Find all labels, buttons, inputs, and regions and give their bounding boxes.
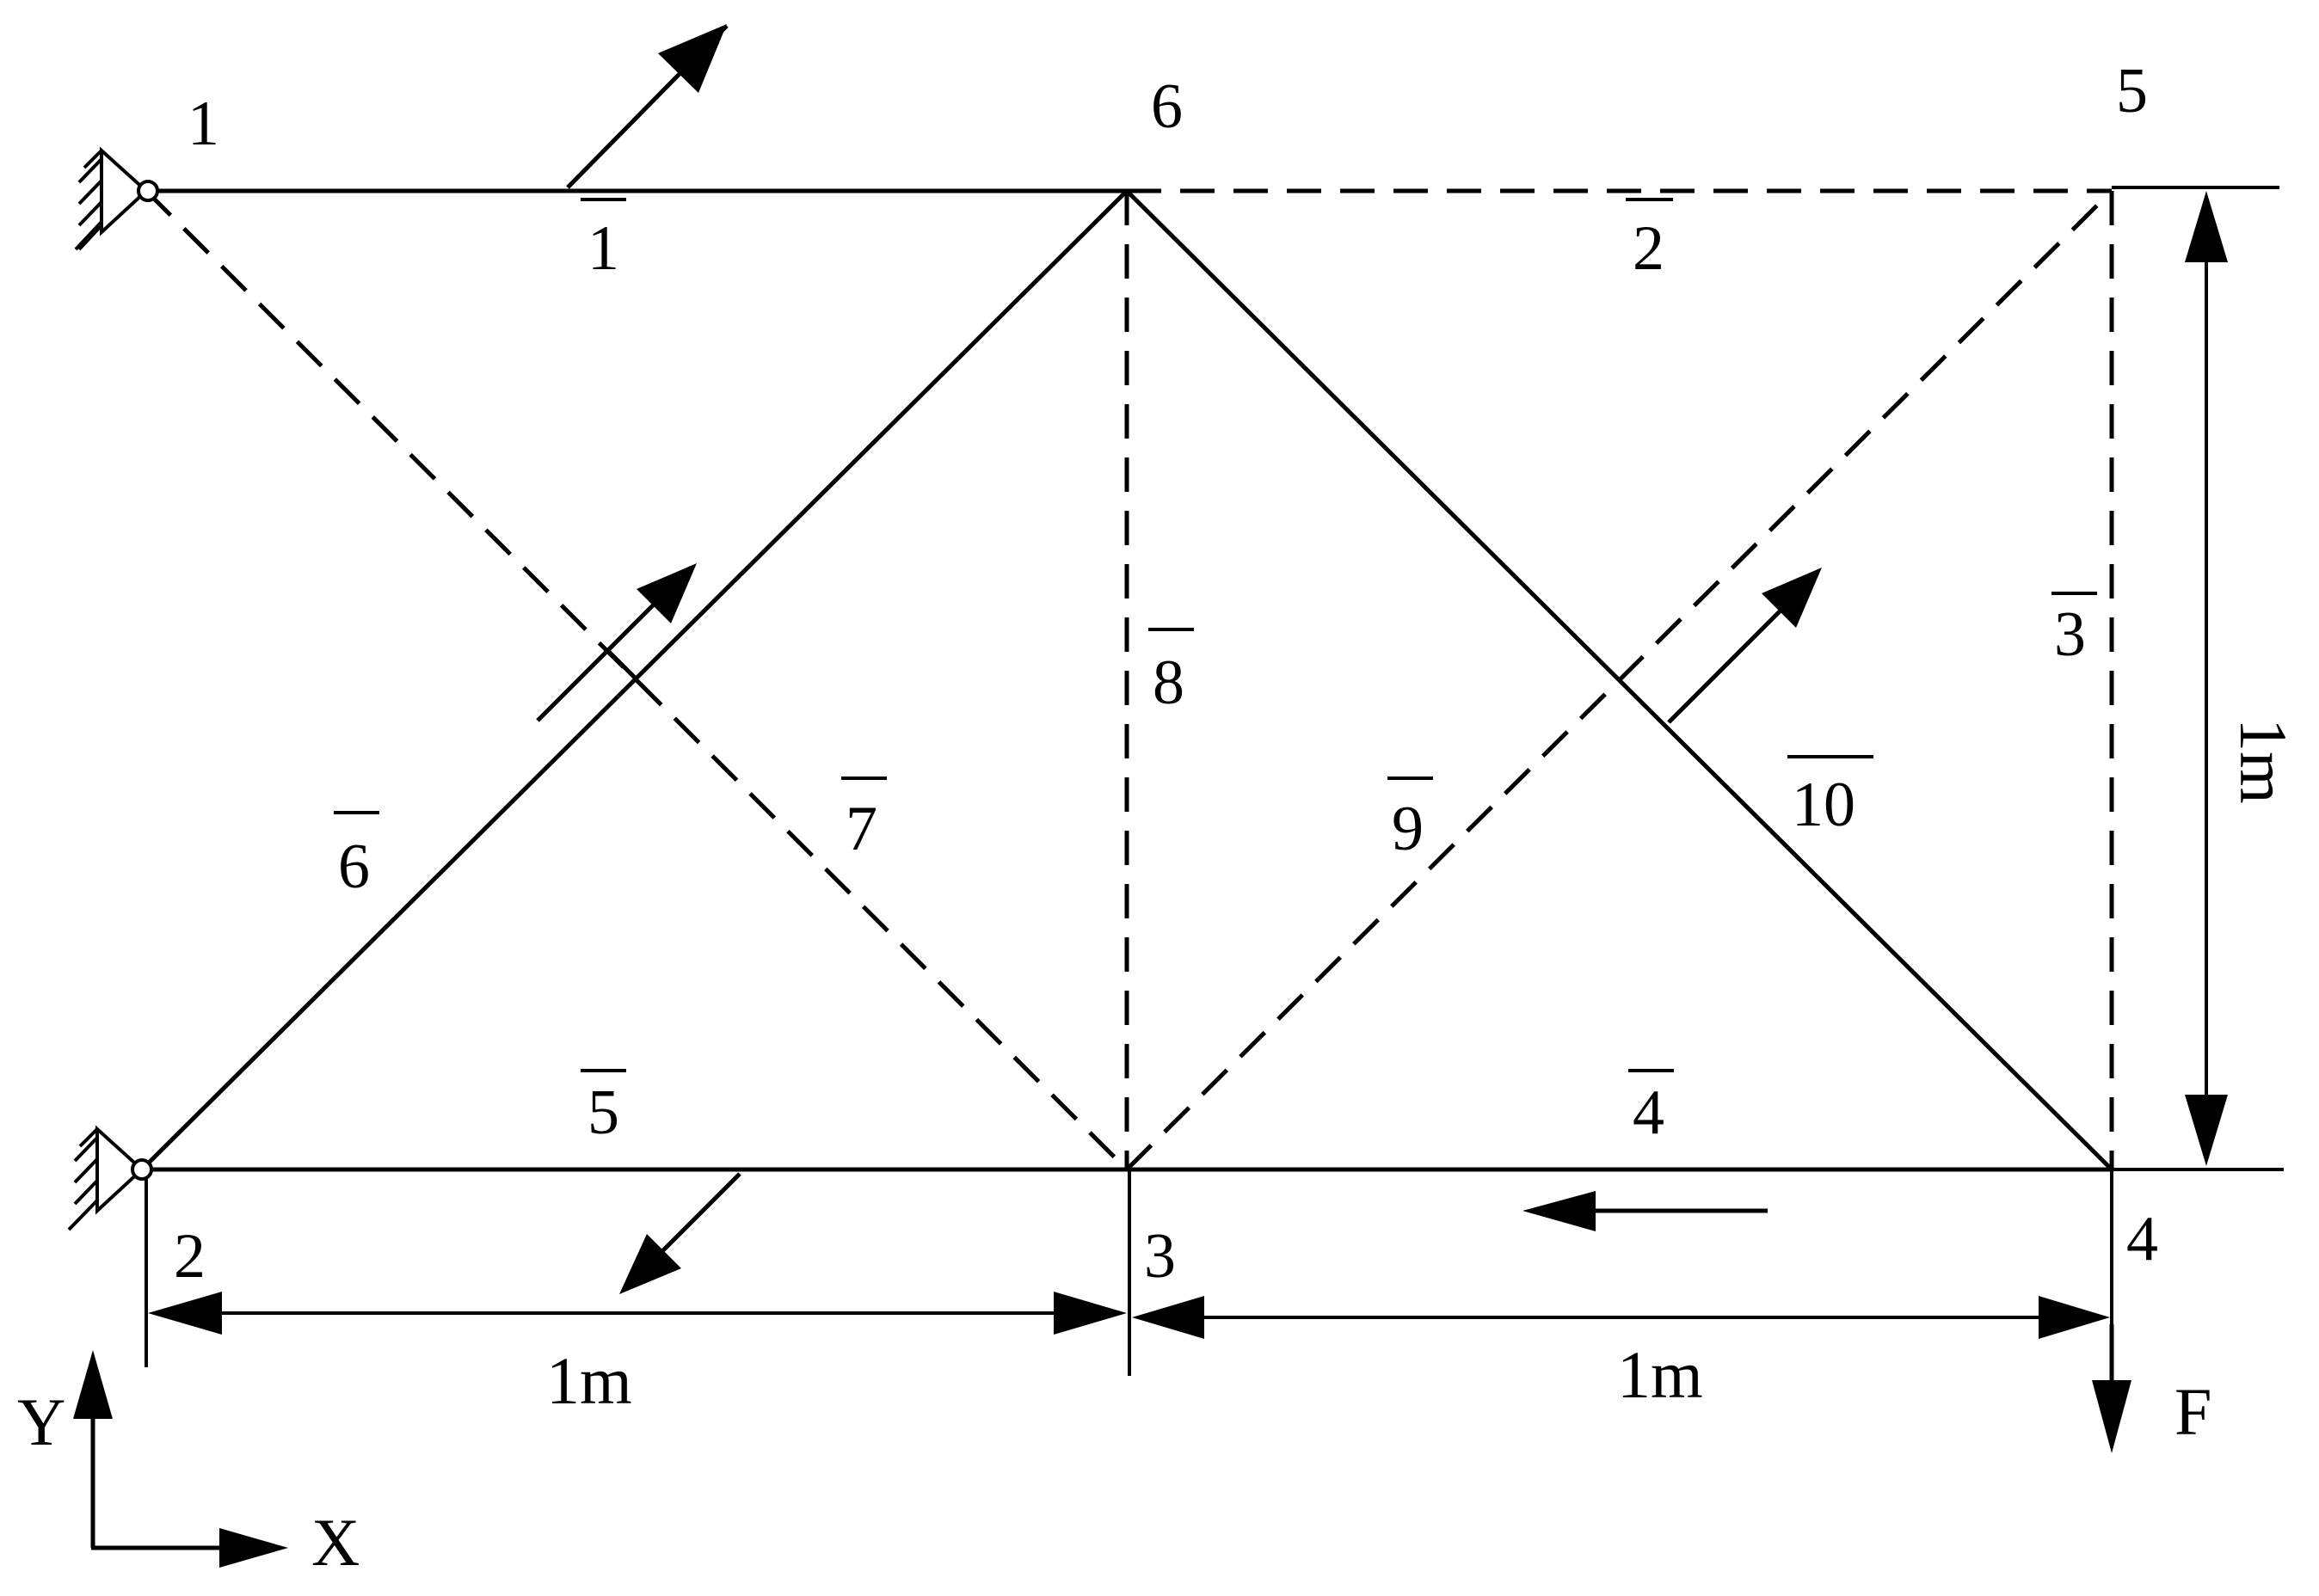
member-label-5: 5 bbox=[587, 1077, 619, 1148]
node-label-2: 2 bbox=[174, 1221, 206, 1292]
arrow-member-9 bbox=[1667, 605, 1787, 724]
arrow-head-9 bbox=[1762, 568, 1822, 628]
member-label-8: 8 bbox=[1153, 648, 1184, 718]
arrow-member-6-tick bbox=[605, 648, 638, 681]
node-label-4: 4 bbox=[2126, 1204, 2158, 1274]
member-label-10: 10 bbox=[1792, 770, 1855, 840]
member-label-7: 7 bbox=[846, 794, 877, 864]
member-label-1: 1 bbox=[587, 213, 619, 284]
extension-lines bbox=[145, 186, 2284, 1376]
arrow-head-1 bbox=[658, 24, 727, 93]
dimension-label-left: 1m bbox=[546, 1343, 632, 1418]
member-label-4: 4 bbox=[1633, 1077, 1664, 1148]
arrow-head-5 bbox=[619, 1234, 681, 1294]
axis-label-x: X bbox=[311, 1505, 360, 1580]
member-label-9: 9 bbox=[1392, 794, 1424, 864]
node-label-5: 5 bbox=[2116, 56, 2148, 126]
node-labels: 1 2 3 4 5 6 bbox=[174, 56, 2158, 1292]
arrow-member-6 bbox=[536, 594, 664, 722]
arrow-member-5 bbox=[656, 1172, 741, 1257]
member-labels: 1 2 3 4 5 6 7 8 9 10 bbox=[334, 198, 2097, 1148]
arrow-head-4 bbox=[1522, 1191, 1596, 1231]
direction-arrows bbox=[536, 24, 1822, 1294]
truss-members bbox=[140, 188, 2114, 1172]
axis-label-y: Y bbox=[17, 1384, 65, 1459]
member-label-3: 3 bbox=[2054, 599, 2086, 670]
dimension-horizontal-left bbox=[148, 1292, 1127, 1335]
dimension-label-right: 1m bbox=[1617, 1337, 1703, 1412]
dimension-vertical bbox=[2185, 191, 2228, 1166]
pin-support-bottom bbox=[67, 1125, 153, 1231]
arrow-head-6 bbox=[637, 563, 697, 623]
member-7 bbox=[145, 189, 1129, 1171]
member-10 bbox=[1125, 189, 2113, 1171]
node-label-1: 1 bbox=[188, 89, 219, 159]
pin-support-top bbox=[74, 146, 159, 251]
member-label-2: 2 bbox=[1633, 213, 1664, 284]
dimension-label-vertical: 1m bbox=[2226, 718, 2301, 804]
node-label-6: 6 bbox=[1151, 71, 1183, 142]
load-label-f: F bbox=[2174, 1374, 2211, 1449]
coordinate-axes bbox=[73, 1350, 288, 1568]
load-arrow bbox=[2092, 1324, 2131, 1453]
dimension-horizontal-right bbox=[1132, 1296, 2110, 1339]
node-label-3: 3 bbox=[1144, 1221, 1176, 1292]
member-label-6: 6 bbox=[338, 832, 370, 902]
